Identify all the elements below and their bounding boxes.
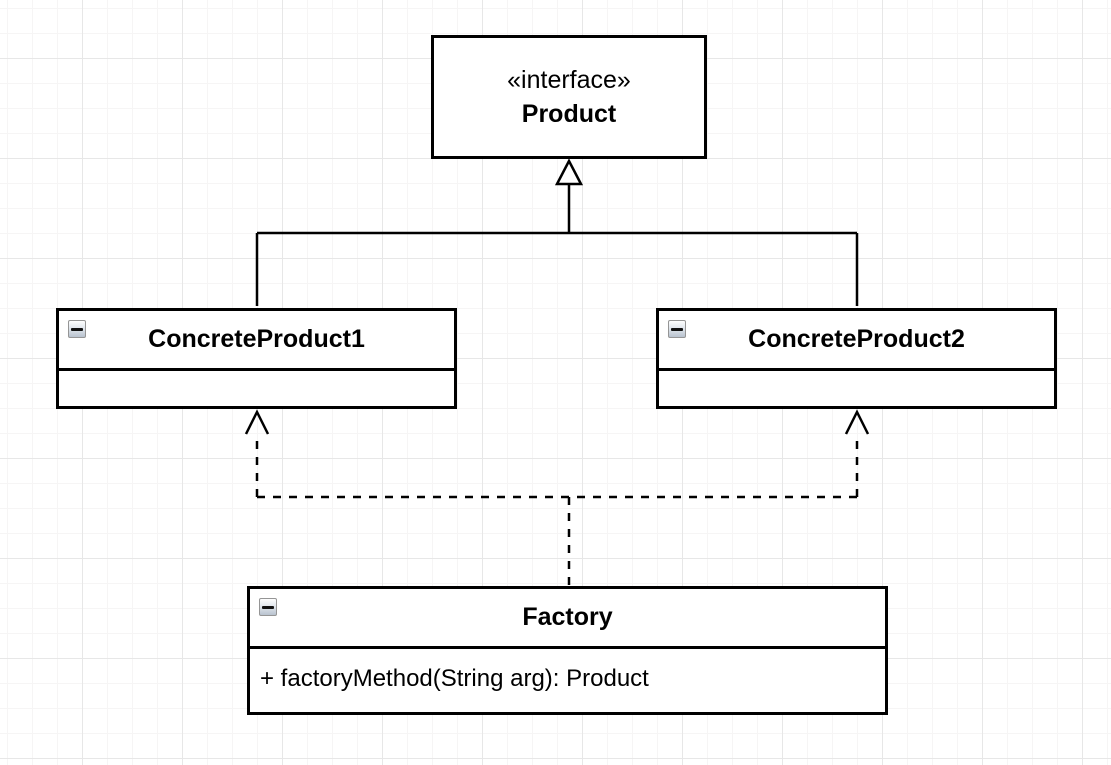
open-arrowhead-icon (244, 409, 270, 435)
product-name-label: Product (521, 100, 617, 128)
factory-title-compartment: Factory (250, 589, 885, 649)
factory-methods-compartment: + factoryMethod(String arg): Product (250, 649, 885, 709)
realization-edge-line[interactable] (255, 184, 859, 306)
uml-class-product[interactable]: «interface» Product (431, 35, 707, 159)
minus-bar (71, 327, 83, 331)
concrete-product-1-name-label: ConcreteProduct1 (148, 325, 365, 353)
factory-method-label: + factoryMethod(String arg): Product (260, 665, 649, 692)
concrete-product-1-title-compartment: ConcreteProduct1 (59, 311, 454, 371)
concrete-product-2-title-compartment: ConcreteProduct2 (659, 311, 1054, 371)
product-stereotype-label: «interface» (507, 66, 631, 94)
realization-edges[interactable] (255, 158, 859, 306)
dependency-edge-line[interactable] (255, 434, 859, 585)
uml-class-concrete-product-2[interactable]: ConcreteProduct2 (656, 308, 1057, 409)
uml-class-concrete-product-1[interactable]: ConcreteProduct1 (56, 308, 457, 409)
collapse-minus-icon[interactable] (259, 598, 277, 616)
uml-class-factory[interactable]: Factory + factoryMethod(String arg): Pro… (247, 586, 888, 715)
collapse-minus-icon[interactable] (68, 320, 86, 338)
concrete-product-1-empty-compartment (59, 371, 454, 406)
minus-bar (262, 605, 274, 609)
minus-bar (671, 327, 683, 331)
concrete-product-2-name-label: ConcreteProduct2 (748, 325, 965, 353)
factory-name-label: Factory (522, 603, 613, 631)
open-arrowhead-icon (844, 409, 870, 435)
hollow-triangle-arrowhead-icon (554, 158, 584, 186)
dependency-edges[interactable] (244, 409, 870, 585)
collapse-minus-icon[interactable] (668, 320, 686, 338)
concrete-product-2-empty-compartment (659, 371, 1054, 406)
